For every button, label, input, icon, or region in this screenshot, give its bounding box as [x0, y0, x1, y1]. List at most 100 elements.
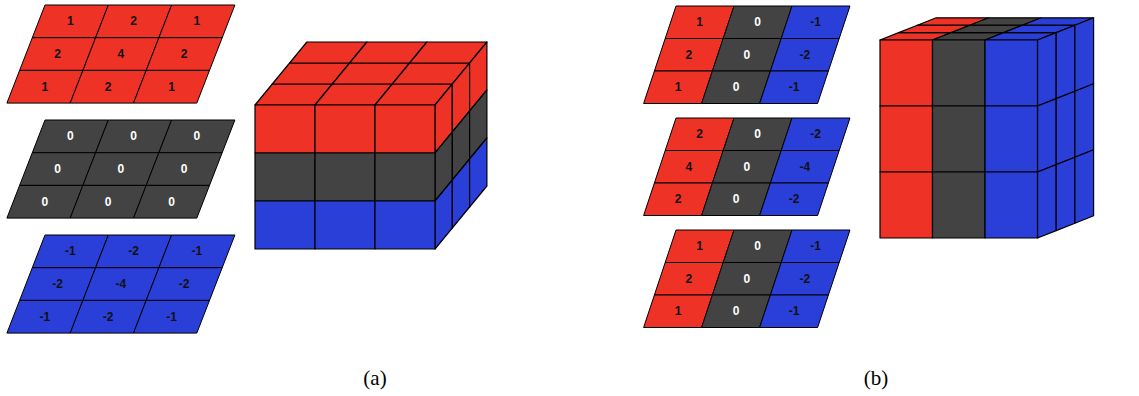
kernel-value: 2 [105, 80, 112, 94]
kernel-value: -2 [799, 48, 810, 62]
kernel-cell [770, 39, 839, 72]
kernel-value: -2 [789, 192, 800, 206]
kernel-value: 1 [42, 80, 49, 94]
cube-face-cell [880, 40, 933, 106]
kernel-value: -2 [179, 277, 190, 291]
cube-face-cell [1038, 99, 1057, 172]
kernel-value: 0 [733, 192, 740, 206]
kernel-cell [712, 39, 781, 72]
cube-face-cell [985, 172, 1038, 238]
kernel-value: -1 [65, 244, 76, 258]
kernel-value: 0 [743, 48, 750, 62]
kernel-cell [702, 295, 771, 328]
kernel-value: 4 [685, 160, 692, 174]
kernel-cell [7, 300, 83, 333]
kernel-cell [7, 185, 83, 218]
kernel-cell [723, 6, 792, 39]
cube-face-cell [985, 40, 1038, 106]
kernel-cell [665, 118, 734, 151]
kernel-cube [255, 42, 487, 249]
kernel-value: 0 [733, 304, 740, 318]
kernel-cell [83, 38, 159, 71]
cube-face-cell [375, 105, 435, 153]
kernel-value: 1 [67, 14, 74, 28]
cube-face-cell [255, 153, 315, 201]
kernel-cell [654, 263, 723, 296]
kernel-value: -1 [810, 239, 821, 253]
kernel-value: 2 [130, 14, 137, 28]
kernel-value: 2 [685, 48, 692, 62]
kernel-cell [665, 230, 734, 263]
kernel-cell [723, 118, 792, 151]
kernel-cell [134, 185, 210, 218]
kernel-cell [7, 70, 83, 103]
cube-face-cell [435, 180, 452, 249]
kernel-value: 0 [754, 127, 761, 141]
kernel-value: -2 [799, 272, 810, 286]
kernel-cell [70, 70, 146, 103]
kernel-value: 0 [754, 239, 761, 253]
kernel-value: 0 [733, 80, 740, 94]
kernel-value: -4 [799, 160, 810, 174]
kernel-cell [702, 183, 771, 216]
cube-face-cell [933, 40, 986, 106]
cube-face-cell [1038, 165, 1057, 238]
kernel-value: -2 [103, 310, 114, 324]
cube-face-cell [933, 106, 986, 172]
kernel-value: 2 [54, 47, 61, 61]
kernel-value: -2 [810, 127, 821, 141]
cube-face-cell [315, 153, 375, 201]
cube-face-cell [933, 172, 986, 238]
cube-face-cell [1038, 33, 1057, 106]
cube-face-cell [880, 106, 933, 172]
kernel-cell [134, 300, 210, 333]
kernel-value: -1 [40, 310, 51, 324]
cube-face-cell [375, 153, 435, 201]
kernel-cubes [255, 18, 1094, 249]
kernel-cell [781, 118, 850, 151]
cube-face-cell [375, 201, 435, 249]
kernel-value: -4 [116, 277, 127, 291]
cube-face-cell [255, 105, 315, 153]
cube-face-cell [1075, 150, 1094, 223]
kernel-cell [20, 268, 96, 301]
kernel-value: 0 [168, 195, 175, 209]
kernel-cell [654, 39, 723, 72]
kernel-value: 0 [118, 162, 125, 176]
kernel-value: -1 [166, 310, 177, 324]
kernel-value: 0 [105, 195, 112, 209]
kernel-cell [644, 183, 713, 216]
kernel-cell [146, 268, 222, 301]
kernel-cell [665, 6, 734, 39]
panel-caption: (a) [363, 366, 386, 390]
kernel-value: -2 [52, 277, 63, 291]
kernel-value: 0 [130, 129, 137, 143]
kernel-cell [644, 295, 713, 328]
kernel-cell [781, 230, 850, 263]
kernel-value: -2 [128, 244, 139, 258]
kernel-value: 0 [54, 162, 61, 176]
cube-face-cell [315, 201, 375, 249]
kernel-value: 0 [754, 15, 761, 29]
kernel-cell [70, 185, 146, 218]
cube-face-cell [1075, 18, 1094, 91]
cube-face-cell [315, 105, 375, 153]
kernel-value: 2 [685, 272, 692, 286]
kernel-cell [712, 151, 781, 184]
kernel-value: 0 [743, 272, 750, 286]
kernel-cell [83, 268, 159, 301]
kernel-value: 2 [181, 47, 188, 61]
kernel-cell [159, 5, 235, 38]
kernel-value: 2 [696, 127, 703, 141]
kernel-cube [880, 18, 1094, 238]
kernel-value: 0 [743, 160, 750, 174]
kernel-value: 0 [42, 195, 49, 209]
kernel-cell [146, 38, 222, 71]
cube-face-cell [470, 138, 487, 207]
kernel-value: 1 [675, 304, 682, 318]
kernel-cell [702, 71, 771, 104]
cube-face-cell [1056, 25, 1075, 98]
cube-face-cell [985, 106, 1038, 172]
kernel-cell [760, 183, 829, 216]
cube-face-cell [1056, 157, 1075, 230]
